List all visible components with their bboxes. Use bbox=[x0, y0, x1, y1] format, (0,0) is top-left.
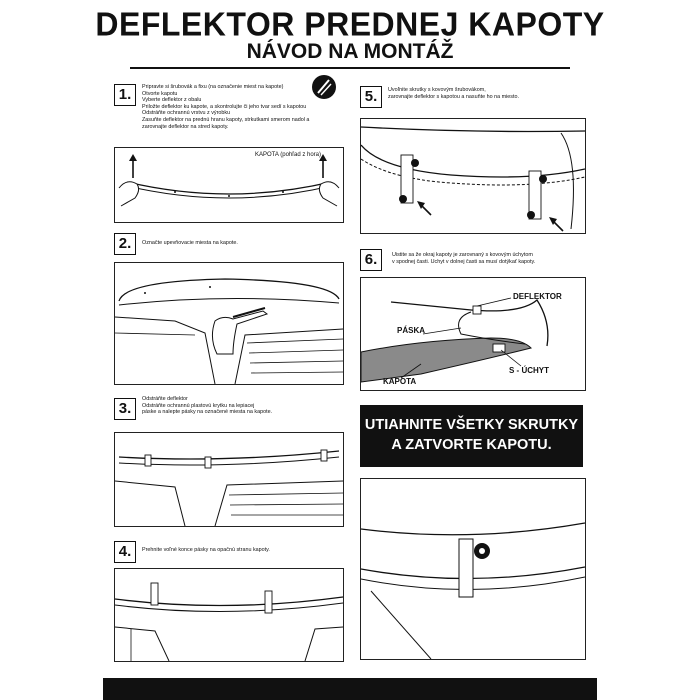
step-1-line: Odstráňte ochrannú vrstvu z výrobku bbox=[142, 110, 231, 117]
step-6-text: Uistite sa že okraj kapoty je zarovnaný … bbox=[392, 252, 592, 265]
step-2-text: Označte upevňovacie miesta na kapote. bbox=[142, 240, 342, 247]
step-4-line: Prehnite voľné konce pásky na opačnú str… bbox=[142, 547, 270, 553]
step-5-panel bbox=[360, 118, 586, 234]
banner-line-1: UTIAHNITE VŠETKY SKRUTKY bbox=[364, 417, 579, 433]
label-s-uchyt: S - ÚCHYT bbox=[509, 366, 549, 375]
tools-glyph bbox=[317, 79, 332, 96]
screwdriver-and-marker-icon bbox=[312, 75, 336, 99]
label-paska: PÁSKA bbox=[397, 326, 426, 335]
step-3-line: páske a nalepte pásky na označené miesta… bbox=[142, 409, 273, 416]
step-5-line: Uvoľnite skrutky s kovovým šrubovákom, bbox=[388, 87, 486, 93]
step-4-number: 4. bbox=[114, 541, 136, 563]
label-deflektor: DEFLEKTOR bbox=[513, 292, 562, 301]
final-panel bbox=[360, 478, 586, 660]
step-1-line: zarovnajte deflektor na stred kapoty. bbox=[142, 123, 229, 130]
step-2-illustration bbox=[115, 278, 343, 384]
step-1-line: Priložte deflektor ku kapote, a skontrol… bbox=[142, 103, 307, 110]
step-4-text: Prehnite voľné konce pásky na opačnú str… bbox=[142, 547, 342, 554]
final-instruction-banner: UTIAHNITE VŠETKY SKRUTKY A ZATVORTE KAPO… bbox=[360, 405, 583, 467]
step-4-illustration bbox=[115, 582, 343, 661]
step-6-line: v spodnej časti. Uchyt v dolnej časti sa… bbox=[392, 258, 536, 265]
step-3-panel bbox=[114, 432, 344, 527]
step-1-text: Pripravte si šrubovák a fixu (na označen… bbox=[142, 84, 352, 130]
step-1-line: Pripravte si šrubovák a fixu (na označen… bbox=[142, 84, 284, 90]
step-3-line: Odstráňte ochrannú plastovú krytku na le… bbox=[142, 402, 255, 409]
step-3-number: 3. bbox=[114, 398, 136, 420]
step-6-panel: DEFLEKTOR PÁSKA S - ÚCHYT KAPOTA bbox=[360, 277, 586, 391]
step-1-line: Zasuňte deflektor na prednú hranu kapoty… bbox=[142, 116, 310, 123]
step-4-panel bbox=[114, 568, 344, 662]
step-1-line: Vyberte deflektor z obalu bbox=[142, 97, 202, 104]
step-3-text: Odstráňte deflektor Odstráňte ochrannú p… bbox=[142, 396, 342, 416]
label-kapota: KAPOTA bbox=[383, 377, 417, 386]
page-subtitle: NÁVOD NA MONTÁŽ bbox=[246, 40, 454, 63]
step-6-illustration bbox=[361, 297, 549, 383]
step-5-number: 5. bbox=[360, 86, 382, 108]
final-illustration bbox=[361, 522, 585, 659]
step-1-panel: KAPOTA (pohľad z hora) bbox=[114, 147, 344, 223]
step-3-line: Odstráňte deflektor bbox=[142, 396, 188, 402]
kapota-top-view-label: KAPOTA (pohľad z hora) bbox=[255, 152, 322, 158]
step-3-illustration bbox=[115, 449, 343, 526]
step-2-line: Označte upevňovacie miesta na kapote. bbox=[142, 240, 238, 246]
step-1-line: Otvorte kapotu bbox=[142, 90, 178, 97]
header-divider bbox=[130, 67, 570, 69]
step-5-text: Uvoľnite skrutky s kovovým šrubovákom, z… bbox=[388, 87, 588, 100]
banner-line-2: A ZATVORTE KAPOTU. bbox=[391, 437, 552, 453]
step-5-line: zarovnajte deflektor s kapotou a nasuňte… bbox=[388, 93, 519, 100]
step-6-line: Uistite sa že okraj kapoty je zarovnaný … bbox=[392, 252, 533, 258]
footer-bar bbox=[103, 678, 597, 700]
step-6-number: 6. bbox=[360, 249, 382, 271]
step-2-number: 2. bbox=[114, 233, 136, 255]
step-1-illustration bbox=[118, 154, 340, 207]
step-1-number: 1. bbox=[114, 84, 136, 106]
page-title: DEFLEKTOR PREDNEJ KAPOTY bbox=[95, 5, 605, 43]
step-2-panel bbox=[114, 262, 344, 385]
step-5-illustration bbox=[361, 126, 585, 232]
